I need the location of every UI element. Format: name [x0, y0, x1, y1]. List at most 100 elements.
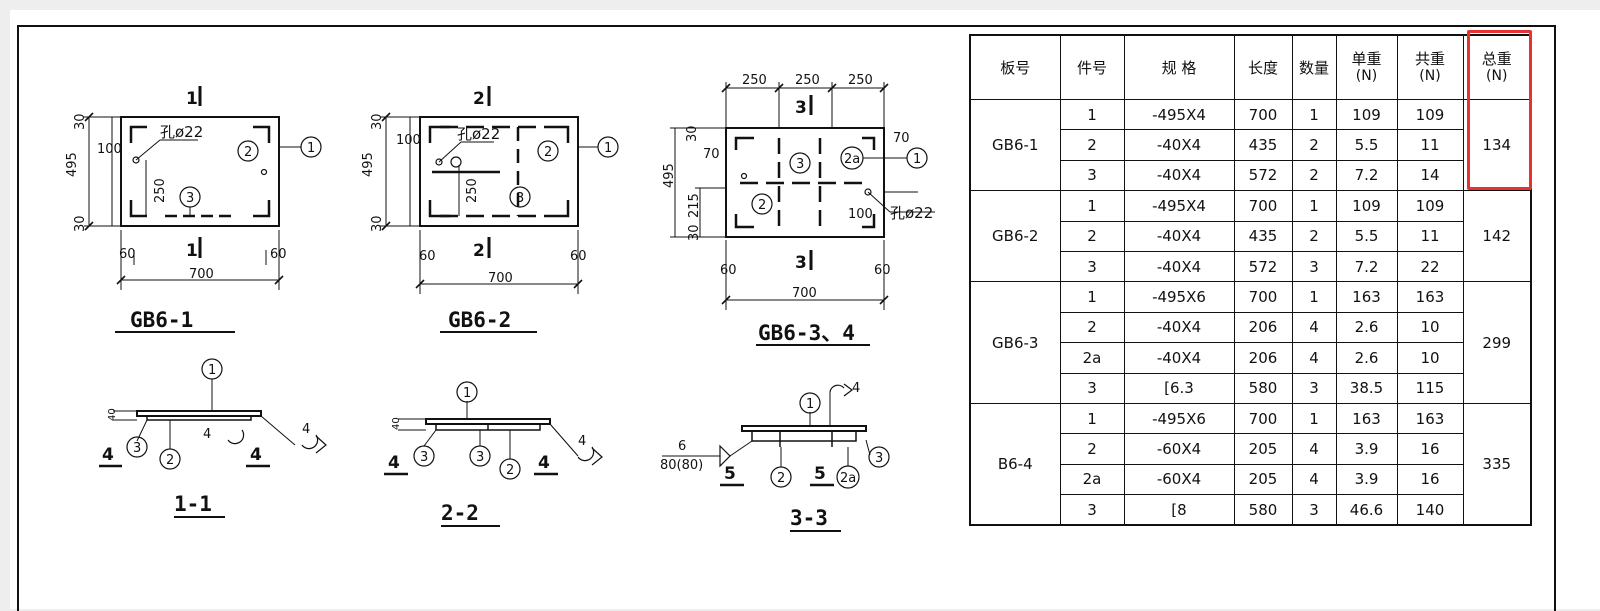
dim-495: 495 — [65, 152, 80, 177]
dim-60-right: 60 — [270, 247, 287, 262]
length-cell: 572 — [1233, 250, 1293, 283]
title-1-1: 1-1 — [174, 492, 212, 516]
qty-cell: 4 — [1291, 311, 1337, 344]
spec-cell: -495X4 — [1123, 190, 1235, 222]
spec-cell: [6.3 — [1123, 372, 1235, 404]
sum_w-cell: 11 — [1396, 220, 1464, 252]
total-weight-cell: 335 — [1462, 402, 1532, 526]
dim-30-top-2: 30 — [370, 113, 385, 130]
header-board: 板号 — [969, 34, 1061, 100]
qty-cell: 1 — [1291, 281, 1337, 313]
qty-cell: 1 — [1291, 402, 1337, 435]
length-cell: 572 — [1233, 159, 1293, 192]
qty-cell: 3 — [1291, 494, 1337, 526]
qty-cell: 2 — [1291, 159, 1337, 192]
unit_w-cell: 163 — [1335, 402, 1398, 435]
part-cell: 2a — [1059, 342, 1125, 374]
sum_w-cell: 115 — [1396, 372, 1464, 404]
total-weight-cell: 134 — [1462, 98, 1532, 192]
part-3-c: 3 — [796, 157, 804, 172]
dim-60-left-2: 60 — [419, 249, 436, 264]
part-cell: 2 — [1059, 129, 1125, 161]
section-1-1 — [99, 358, 327, 518]
plan-gb6-1 — [84, 86, 322, 333]
dim-40-s2: 40 — [391, 417, 402, 430]
section-mark-2-bottom: 2 — [473, 241, 485, 261]
unit_w-cell: 2.6 — [1335, 311, 1398, 344]
length-cell: 700 — [1233, 190, 1293, 222]
part-cell: 3 — [1059, 494, 1125, 526]
spec-cell: -40X4 — [1123, 220, 1235, 252]
section-4-left: 4 — [102, 445, 114, 465]
part-cell: 1 — [1059, 281, 1125, 313]
dim-40-s1: 40 — [107, 408, 118, 421]
plan-gb6-2 — [380, 86, 619, 333]
weld-4-a: 4 — [203, 427, 211, 442]
sum_w-cell: 109 — [1396, 190, 1464, 222]
title-gb6-1: GB6-1 — [130, 308, 193, 332]
board-cell: GB6-1 — [969, 98, 1061, 192]
board-cell: GB6-2 — [969, 190, 1061, 283]
part-3: 3 — [186, 191, 194, 206]
spec-cell: -40X4 — [1123, 129, 1235, 161]
sum_w-cell: 163 — [1396, 402, 1464, 435]
sum_w-cell: 11 — [1396, 129, 1464, 161]
qty-cell: 4 — [1291, 463, 1337, 496]
sum_w-cell: 22 — [1396, 250, 1464, 283]
total-weight-highlight — [1467, 30, 1532, 190]
dim-495-3: 495 — [662, 163, 677, 188]
dim-70-left: 70 — [703, 147, 720, 162]
dim-30-top: 30 — [73, 113, 88, 130]
weld-4-d: 4 — [852, 381, 860, 396]
spec-cell: -60X4 — [1123, 463, 1235, 496]
dim-30-3: 30 — [685, 125, 700, 142]
unit_w-cell: 5.5 — [1335, 129, 1398, 161]
length-cell: 700 — [1233, 281, 1293, 313]
spec-cell: -40X4 — [1123, 342, 1235, 374]
section-4-right-2: 4 — [538, 453, 550, 473]
sum_w-cell: 16 — [1396, 433, 1464, 465]
dim-250-c: 250 — [848, 73, 873, 88]
qty-cell: 3 — [1291, 372, 1337, 404]
dim-700: 700 — [189, 267, 214, 282]
part-1: 1 — [307, 141, 315, 156]
part-3-b: 3 — [516, 191, 524, 206]
part-cell: 3 — [1059, 159, 1125, 192]
dim-100: 100 — [97, 142, 122, 157]
section-4-left-2: 4 — [388, 453, 400, 473]
dim-30-bottom: 30 — [73, 215, 88, 232]
part-3-s3: 3 — [875, 451, 883, 466]
length-cell: 435 — [1233, 129, 1293, 161]
sum_w-cell: 10 — [1396, 342, 1464, 374]
section-mark-2-top: 2 — [473, 89, 485, 109]
part-2: 2 — [244, 145, 252, 160]
sum_w-cell: 16 — [1396, 463, 1464, 496]
length-cell: 700 — [1233, 98, 1293, 131]
sum_w-cell: 163 — [1396, 281, 1464, 313]
part-cell: 2 — [1059, 433, 1125, 465]
section-5-right: 5 — [814, 464, 826, 484]
title-gb6-2: GB6-2 — [448, 308, 511, 332]
unit_w-cell: 7.2 — [1335, 250, 1398, 283]
dim-70-right: 70 — [893, 131, 910, 146]
dim-250-b: 250 — [795, 73, 820, 88]
dim-60-left: 60 — [119, 247, 136, 262]
part-1-s2: 1 — [463, 386, 471, 401]
part-2a-s3: 2a — [840, 471, 856, 486]
spec-cell: -495X6 — [1123, 402, 1235, 435]
qty-cell: 4 — [1291, 342, 1337, 374]
section-mark-3-bottom: 3 — [795, 253, 807, 273]
title-2-2: 2-2 — [441, 501, 479, 525]
part-cell: 2a — [1059, 463, 1125, 496]
section-5-left: 5 — [724, 464, 736, 484]
header-part: 件号 — [1059, 34, 1125, 100]
part-2-s2: 2 — [506, 463, 514, 478]
length-cell: 580 — [1233, 494, 1293, 526]
length-cell: 700 — [1233, 402, 1293, 435]
unit_w-cell: 3.9 — [1335, 463, 1398, 496]
header-length: 长度 — [1233, 34, 1293, 100]
